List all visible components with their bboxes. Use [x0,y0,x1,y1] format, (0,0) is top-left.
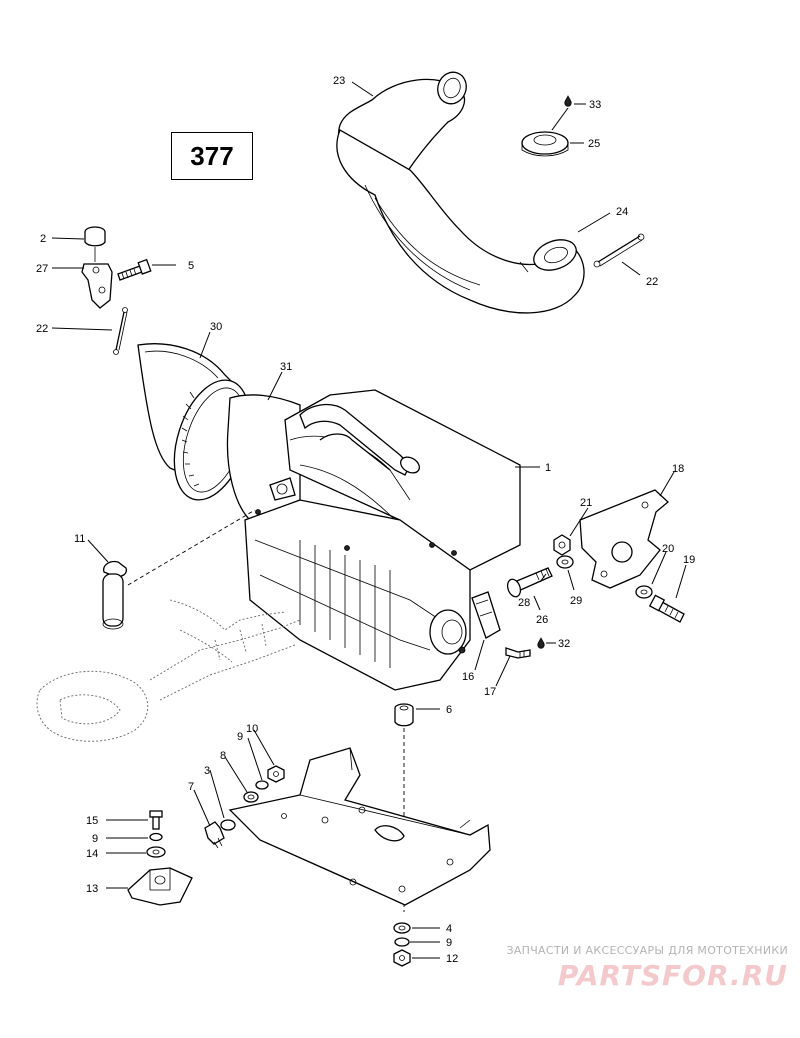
callout-29: 29 [570,595,582,607]
callout-labels: 1 2 3 4 5 6 7 8 9 9 9 10 11 12 13 14 15 … [36,75,695,965]
washer-14 [146,846,166,858]
watermark-tagline: ЗАПЧАСТИ И АКСЕССУАРЫ ДЛЯ МОТОТЕХНИКИ [506,944,788,957]
ghost-outline [36,599,301,742]
callout-2: 2 [40,233,46,245]
watermark: ЗАПЧАСТИ И АКСЕССУАРЫ ДЛЯ МОТОТЕХНИКИ PA… [488,944,788,992]
spring-right [593,233,645,268]
callout-22b: 22 [646,276,658,288]
leader-lines [51,81,687,959]
stud-26 [506,567,553,598]
callout-33: 33 [589,99,601,111]
bolt-17 [505,647,531,659]
callout-9c: 9 [446,937,452,949]
washer-4 [393,922,411,934]
callout-3: 3 [204,765,210,777]
support-bracket [81,263,113,309]
watermark-logo: PARTSFOR.RU [557,959,788,992]
washer-20 [635,585,653,599]
callout-24: 24 [616,206,628,218]
lockwasher-9b [149,832,163,842]
engine-assembly [137,343,521,691]
page-number: 377 [190,140,234,171]
washer-29 [556,555,574,569]
grommet [521,131,569,157]
bolt-5 [117,258,152,281]
engine-support [228,747,491,906]
rubber-buffer [84,226,106,262]
callout-21: 21 [580,497,592,509]
callout-6: 6 [446,704,452,716]
alignment-line [127,509,256,586]
bolt-19 [648,594,685,623]
callout-31: 31 [280,361,292,373]
lockwasher-9c [394,937,410,947]
fitting-11 [102,560,127,630]
spring-left [113,307,128,355]
callout-17: 17 [484,686,496,698]
callout-9b: 9 [92,833,98,845]
callout-30: 30 [210,321,222,333]
nut-21 [553,534,571,556]
washer-3 [220,819,236,831]
callout-20: 20 [662,543,674,555]
stud-7 [204,821,225,849]
callout-32: 32 [558,638,570,650]
callout-13: 13 [86,883,98,895]
callout-4: 4 [446,923,452,935]
callout-27: 27 [36,263,48,275]
lockwasher-9a [255,780,269,790]
callout-10: 10 [246,723,258,735]
callout-9a: 9 [237,731,243,743]
screw-15 [149,810,163,830]
bracket-16 [471,591,501,639]
callout-8: 8 [220,750,226,762]
callout-19: 19 [683,554,695,566]
callout-12: 12 [446,953,458,965]
washer-8 [243,791,259,803]
tuned-pipe [336,71,585,314]
callout-5: 5 [188,260,194,272]
page-number-box: 377 [171,132,253,180]
nut-12 [393,949,411,967]
drop-icon [537,637,545,649]
engine-plate [579,489,669,589]
callout-11: 11 [74,533,85,545]
drop-icon [564,95,572,107]
spacer-6 [394,703,414,727]
callout-16: 16 [462,671,474,683]
callout-26: 26 [536,614,548,626]
callout-15: 15 [86,815,98,827]
nut-10 [267,765,285,783]
callout-25: 25 [588,138,600,150]
callout-23: 23 [333,75,345,87]
callout-14: 14 [86,848,98,860]
callout-28: 28 [518,597,530,609]
callout-22a: 22 [36,323,48,335]
callout-1: 1 [545,462,551,474]
callout-18: 18 [672,463,684,475]
rubber-mount-13 [127,867,193,906]
callout-7: 7 [188,781,194,793]
